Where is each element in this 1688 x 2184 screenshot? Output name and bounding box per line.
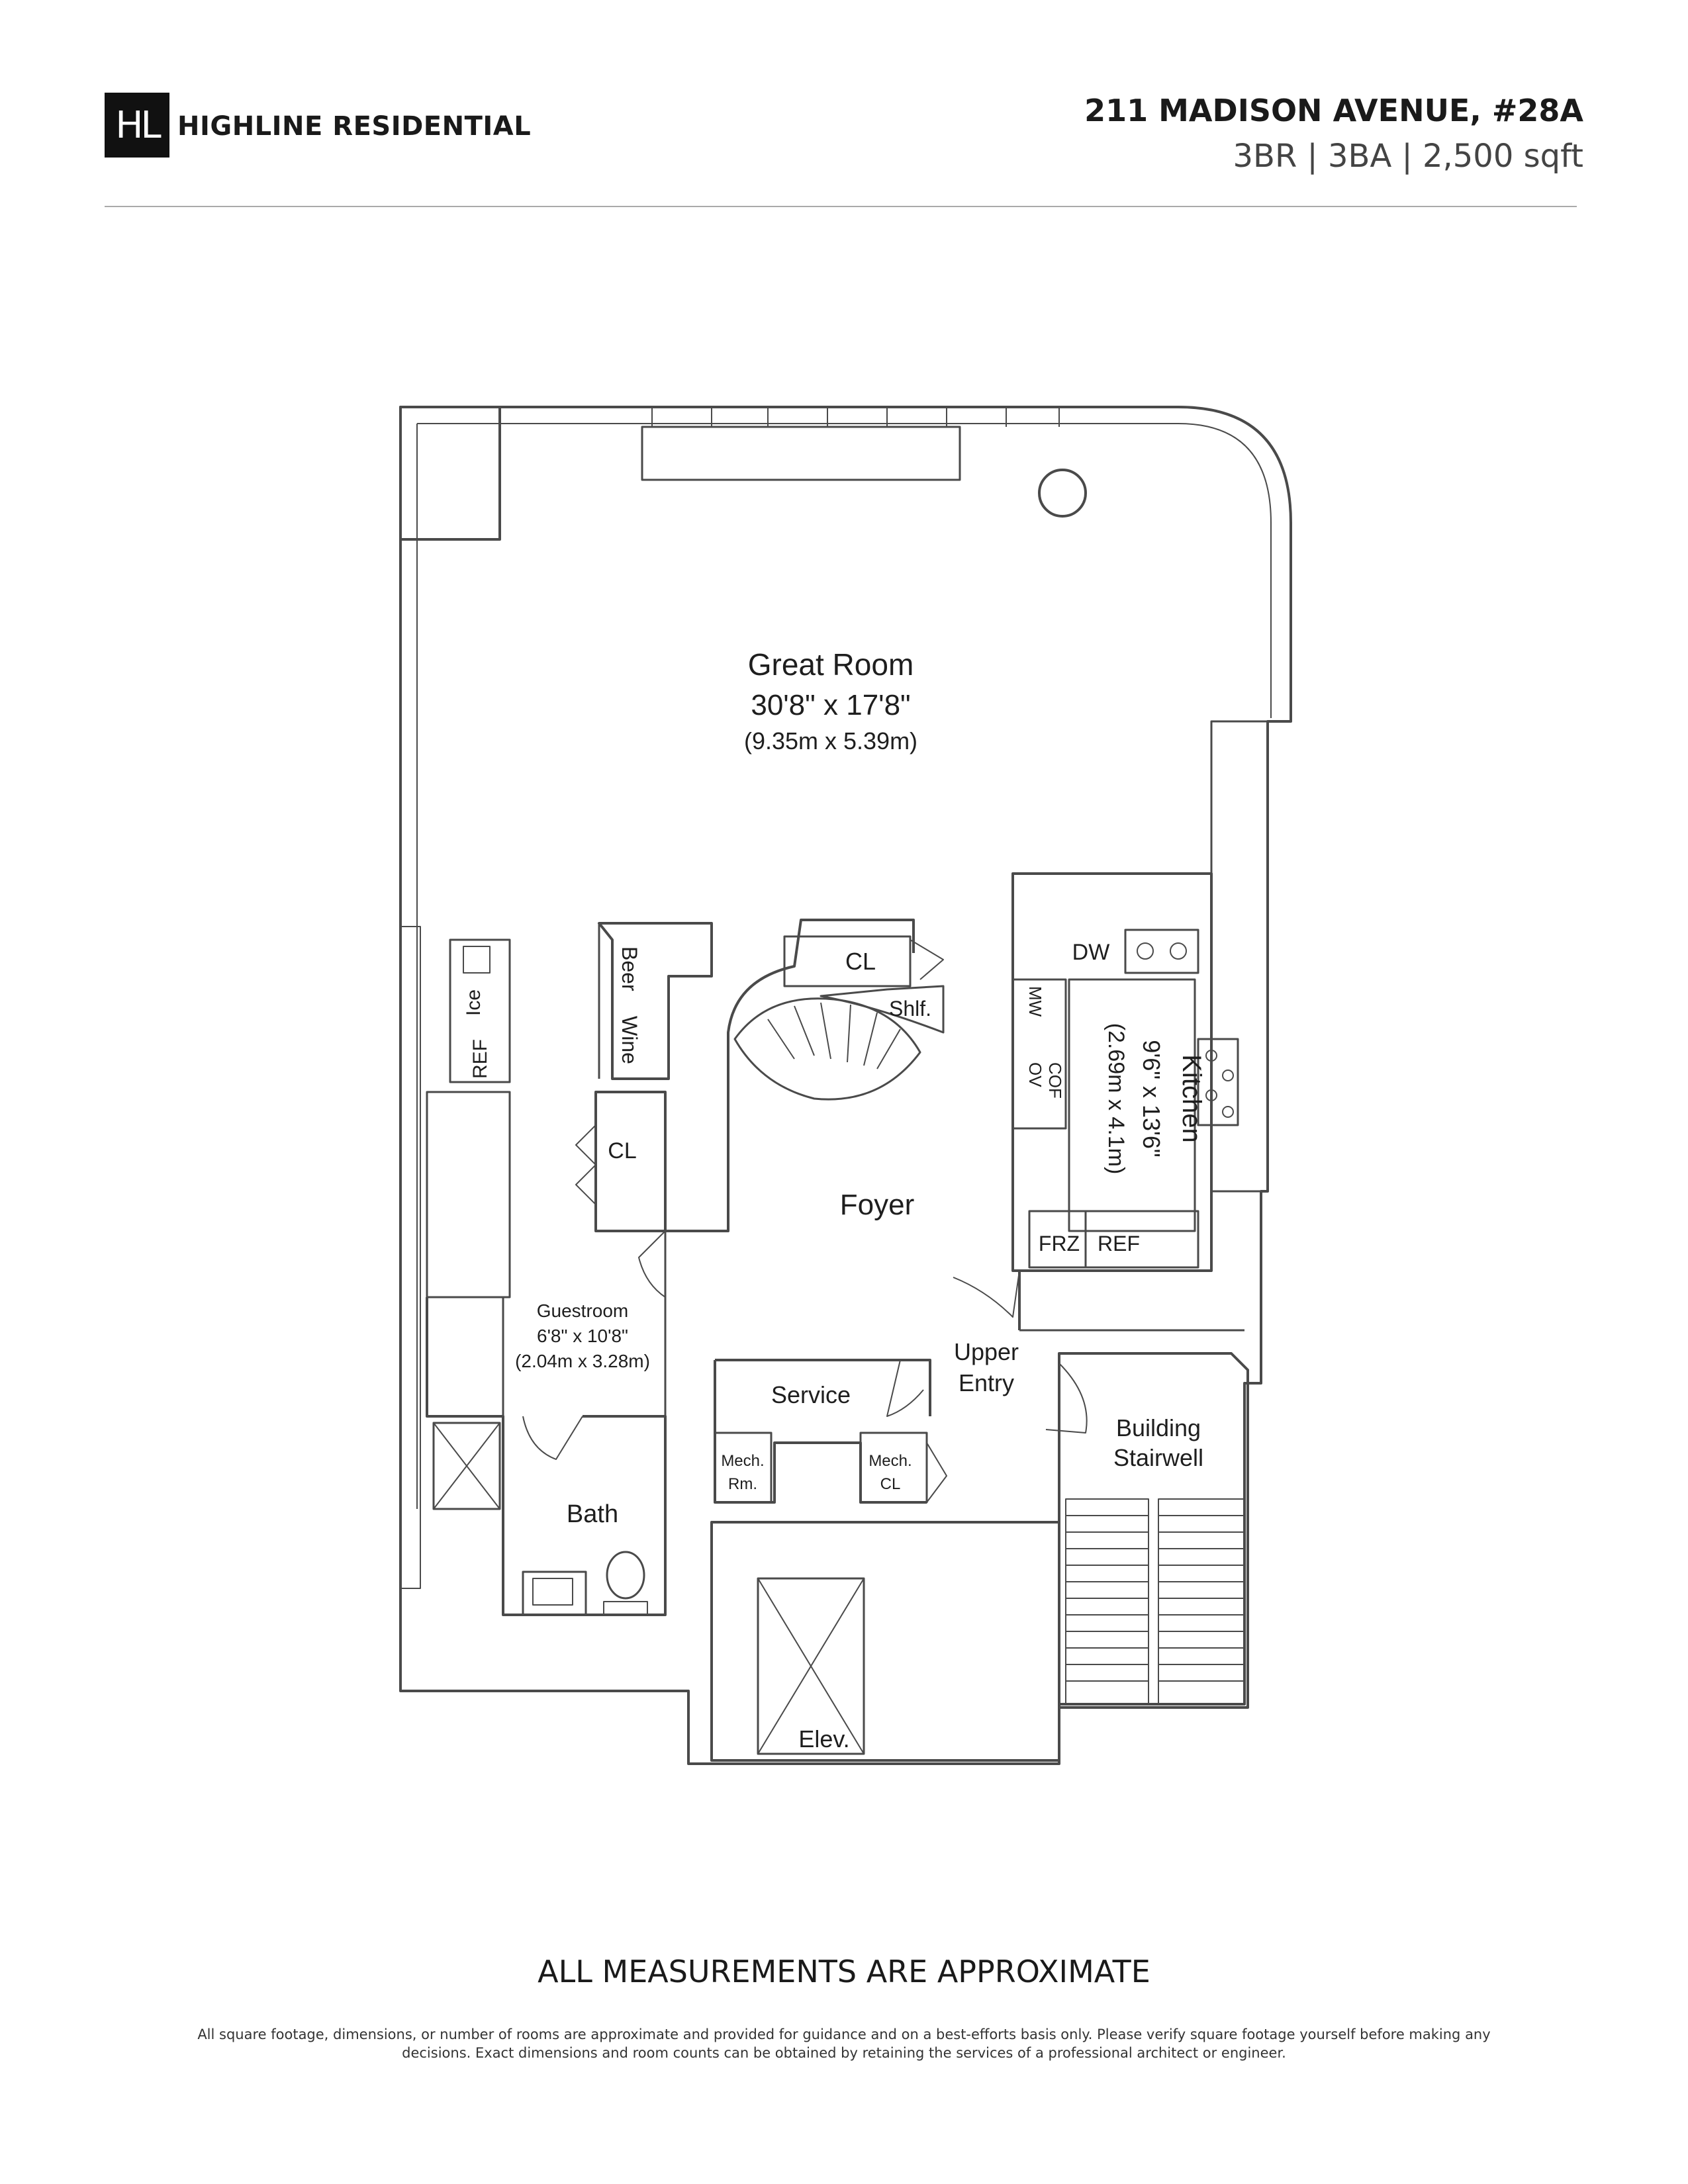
bath-label: Bath [567, 1500, 618, 1528]
brand-logo: HL [105, 93, 169, 158]
great-room-name: Great Room [748, 647, 914, 682]
dishwasher [1124, 929, 1199, 974]
left-cabinet [400, 926, 421, 1589]
closet-left-label: CL [608, 1138, 636, 1163]
guestroom-dim-metric: (2.04m x 3.28m) [515, 1351, 650, 1371]
round-column [1038, 469, 1087, 518]
closet-top [783, 935, 912, 987]
measurement-note: ALL MEASUREMENTS ARE APPROXIMATE [538, 1954, 1150, 1989]
disclaimer: All square footage, dimensions, or numbe… [132, 2025, 1556, 2062]
kitchen-counter [1068, 978, 1196, 1232]
mech-room [714, 1432, 773, 1504]
mech-room-label-2: Rm. [728, 1475, 757, 1493]
stairwell-wall [1058, 1352, 1249, 1709]
shower [432, 1422, 501, 1510]
cof-label: COF [1045, 1062, 1065, 1099]
elevator-shaft [710, 1521, 1060, 1762]
closet-top-label: CL [845, 948, 876, 975]
mech-closet-label-2: CL [880, 1475, 901, 1493]
upper-entry-label-2: Entry [959, 1369, 1014, 1396]
elevator-label: Elev. [798, 1725, 849, 1752]
disclaimer-line-2: decisions. Exact dimensions and room cou… [402, 2045, 1286, 2061]
radiator [641, 426, 961, 481]
fridge [1028, 1210, 1199, 1269]
disclaimer-line-1: All square footage, dimensions, or numbe… [197, 2026, 1491, 2042]
ref-ice [449, 938, 511, 1083]
elevator-cab [757, 1577, 865, 1755]
wine-label: Wine [618, 1016, 641, 1064]
bar-wall [598, 922, 713, 1080]
exterior-wall-inner [417, 423, 1272, 718]
ref-left-label: REF [469, 1039, 491, 1079]
mw-label: MW [1025, 986, 1045, 1017]
ref-kitchen-label: REF [1098, 1232, 1140, 1255]
stair-run-right [1158, 1498, 1245, 1705]
beer-label: Beer [618, 946, 641, 991]
mech-room-label-1: Mech. [721, 1452, 764, 1470]
cooktop [1197, 1038, 1239, 1126]
foyer-wall [665, 919, 915, 1232]
stair-run-left [1065, 1498, 1149, 1705]
ice-label: Ice [463, 989, 485, 1016]
brand-logo-text: HL [115, 103, 161, 147]
stairwell-label-2: Stairwell [1113, 1444, 1203, 1471]
kitchen-name: Kitchen [1177, 1054, 1206, 1142]
header-divider [105, 206, 1577, 207]
dw-label: DW [1072, 940, 1110, 965]
foyer-label: Foyer [840, 1189, 914, 1221]
left-storage [426, 1091, 511, 1298]
mech-closet-label-1: Mech. [868, 1452, 912, 1470]
column [399, 406, 501, 541]
spiral-stair [733, 997, 921, 1101]
ov-label: OV [1025, 1062, 1045, 1087]
kitchen-dim-metric: (2.69m x 4.1m) [1103, 1023, 1129, 1175]
great-room-dim-metric: (9.35m x 5.39m) [744, 727, 917, 754]
shelf-label: Shlf. [889, 997, 931, 1021]
counter-mw [1011, 978, 1067, 1130]
kitchen-dim: 9'6" x 13'6" [1138, 1040, 1165, 1157]
frz-label: FRZ [1039, 1232, 1080, 1255]
great-room-dim: 30'8" x 17'8" [751, 689, 910, 721]
service-label: Service [771, 1381, 851, 1408]
toilet [606, 1551, 645, 1600]
mech-closet [859, 1432, 928, 1504]
guestroom-dim: 6'8" x 10'8" [537, 1326, 628, 1346]
sink [522, 1570, 587, 1616]
listing-specs: 3BR | 3BA | 2,500 sqft [1233, 138, 1583, 175]
listing-address: 211 MADISON AVENUE, #28A [1084, 93, 1583, 128]
upper-entry-label-1: Upper [954, 1338, 1019, 1365]
brand-name: HIGHLINE RESIDENTIAL [177, 111, 532, 142]
stairwell-label-1: Building [1116, 1414, 1201, 1441]
guestroom-name: Guestroom [537, 1300, 629, 1321]
